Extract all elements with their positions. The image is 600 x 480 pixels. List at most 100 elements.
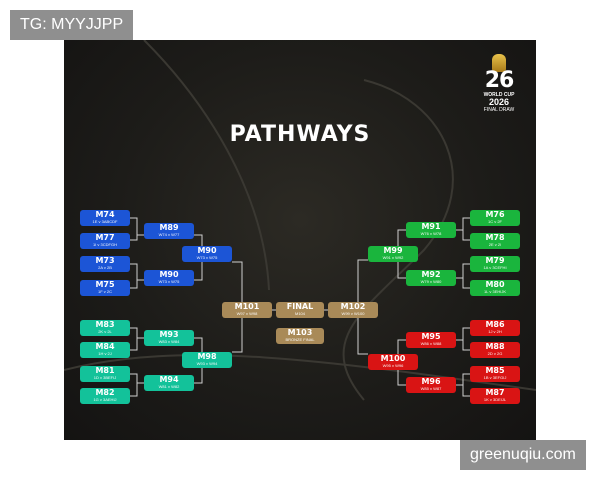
match-teams: 1H v 2J	[98, 351, 112, 356]
logo-number: 26	[484, 68, 515, 93]
match-code: M90	[159, 270, 179, 279]
match-teams: 1C v 2F	[487, 219, 502, 224]
match-code: M92	[421, 270, 441, 279]
match-code: M102	[340, 302, 366, 311]
match-code: M84	[95, 342, 115, 351]
match-code: M79	[485, 256, 505, 265]
match-code: M95	[421, 332, 441, 341]
match-teams: M104	[294, 311, 305, 316]
match-code: M73	[95, 256, 115, 265]
match-code: M77	[95, 233, 115, 242]
match-code: M98	[197, 352, 217, 361]
match-teams: W73 v W75	[196, 255, 218, 260]
match-code: M80	[485, 280, 505, 289]
match-teams: W83 v W84	[158, 339, 180, 344]
logo-line-3: FINAL DRAW	[483, 107, 515, 113]
match-teams: 1D v 3BEFIJ	[93, 375, 117, 380]
match-code: M103	[287, 328, 313, 337]
match-teams: 2K v 2L	[98, 329, 112, 334]
match-code: M82	[95, 388, 115, 397]
match-teams: 1G v 3AEHIJ	[93, 397, 117, 402]
match-code: M89	[159, 223, 179, 232]
match-teams: W74 v W77	[158, 232, 180, 237]
pathways-poster: 26 WORLD CUP 2026 FINAL DRAW PATHWAYS	[64, 40, 536, 440]
match-code: M101	[234, 302, 260, 311]
match-teams: 1L v 3EHIJK	[483, 289, 507, 294]
fifa-world-cup-logo: 26 WORLD CUP 2026 FINAL DRAW	[478, 54, 520, 113]
match-teams: 1A v 3CEFHI	[483, 265, 507, 270]
match-code: M100	[380, 354, 406, 363]
match-code: M94	[159, 375, 179, 384]
match-code: M74	[95, 210, 115, 219]
match-teams: 1K v 3DEIJL	[483, 397, 507, 402]
match-code: M75	[95, 280, 115, 289]
match-code: M78	[485, 233, 505, 242]
match-teams: 1J v 2H	[488, 329, 502, 334]
watermark-bottom-right: greenuqiu.com	[460, 440, 586, 470]
match-code: M85	[485, 366, 505, 375]
match-teams: 1I v 3CDFGH	[92, 242, 117, 247]
match-code: M96	[421, 377, 441, 386]
match-teams: W81 v W82	[158, 384, 180, 389]
match-teams: 1F v 2C	[97, 289, 112, 294]
match-teams: W86 v W88	[420, 341, 442, 346]
match-teams: 2A v 2B	[98, 265, 112, 270]
match-teams: W95 v W96	[382, 363, 404, 368]
match-teams: W76 v W78	[420, 231, 442, 236]
trophy-icon	[492, 54, 506, 72]
match-code: M81	[95, 366, 115, 375]
match-teams: W99 v W100	[341, 311, 365, 316]
match-code: M76	[485, 210, 505, 219]
match-code: M91	[421, 222, 441, 231]
match-code: M90	[197, 246, 217, 255]
logo-line-1: WORLD CUP	[483, 92, 515, 98]
match-teams: 2D v 2G	[487, 351, 503, 356]
logo-line-2: 2026	[488, 97, 510, 107]
watermark-top-left: TG: MYYJJPP	[10, 10, 134, 40]
match-teams: BRONZE FINAL	[285, 337, 315, 342]
match-teams: W97 v W98	[236, 311, 258, 316]
bracket-lines	[130, 217, 470, 397]
match-teams: W85 v W87	[420, 386, 442, 391]
match-teams: 1B v 3EFGIJ	[483, 375, 507, 380]
match-code: M93	[159, 330, 179, 339]
match-teams: 2E v 2I	[488, 242, 502, 247]
match-code: M88	[485, 342, 505, 351]
match-code: M99	[383, 246, 403, 255]
match-teams: W79 v W80	[420, 279, 442, 284]
match-code: FINAL	[286, 302, 314, 311]
page-title: PATHWAYS	[229, 122, 371, 147]
